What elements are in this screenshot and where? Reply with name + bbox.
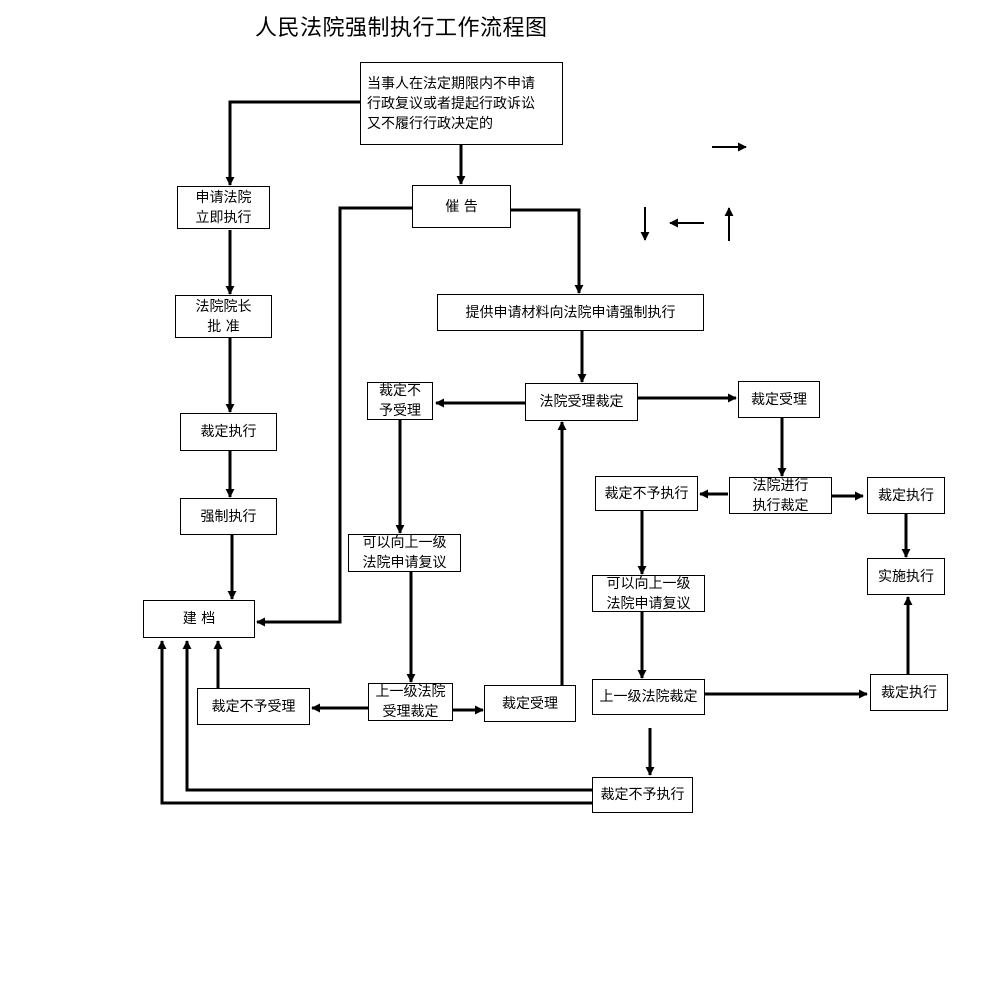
archive-box: 建 档 xyxy=(143,600,255,638)
arrow-notice-to-submit xyxy=(511,208,584,294)
page-title: 人民法院强制执行工作流程图 xyxy=(255,16,548,41)
arrow-notice-to-archive xyxy=(256,206,412,627)
accept-box: 裁定受理 xyxy=(738,381,820,418)
ruling-exec-left-box: 裁定执行 xyxy=(180,413,277,451)
apply-court-box: 申请法院 立即执行 xyxy=(177,186,270,229)
exec-bottom-right-box: 裁定执行 xyxy=(870,674,948,711)
submit-application-box: 提供申请材料向法院申请强制执行 xyxy=(437,294,704,331)
review-one-box: 可以向上一级 法院申请复议 xyxy=(348,534,461,572)
notice-box: 催 告 xyxy=(412,185,511,228)
reject-accept-bottom-box: 裁定不予受理 xyxy=(197,688,310,725)
force-exec-box: 强制执行 xyxy=(180,498,277,535)
exec-right-box: 裁定执行 xyxy=(867,477,945,514)
implement-box: 实施执行 xyxy=(867,558,945,595)
no-exec-box: 裁定不予执行 xyxy=(595,476,698,511)
accept-bottom-box: 裁定受理 xyxy=(484,685,576,722)
start-box: 当事人在法定期限内不申请 行政复议或者提起行政诉讼 又不履行行政决定的 xyxy=(360,62,563,145)
court-accept-ruling-box: 法院受理裁定 xyxy=(525,383,638,421)
upper-accept-ruling-box: 上一级法院 受理裁定 xyxy=(368,683,453,721)
upper-ruling-box: 上一级法院裁定 xyxy=(592,679,705,715)
arrow-no-exec-bottom-to-archive-2 xyxy=(157,640,592,805)
court-exec-ruling-box: 法院进行 执行裁定 xyxy=(729,477,832,514)
arrow-start-to-apply xyxy=(225,100,360,186)
president-approval-box: 法院院长 批 准 xyxy=(175,295,272,338)
no-exec-bottom-box: 裁定不予执行 xyxy=(592,777,693,813)
arrow-no-exec-bottom-to-archive-1 xyxy=(182,640,592,792)
review-two-box: 可以向上一级 法院申请复议 xyxy=(592,575,705,612)
reject-accept-box: 裁定不 予受理 xyxy=(367,382,433,420)
